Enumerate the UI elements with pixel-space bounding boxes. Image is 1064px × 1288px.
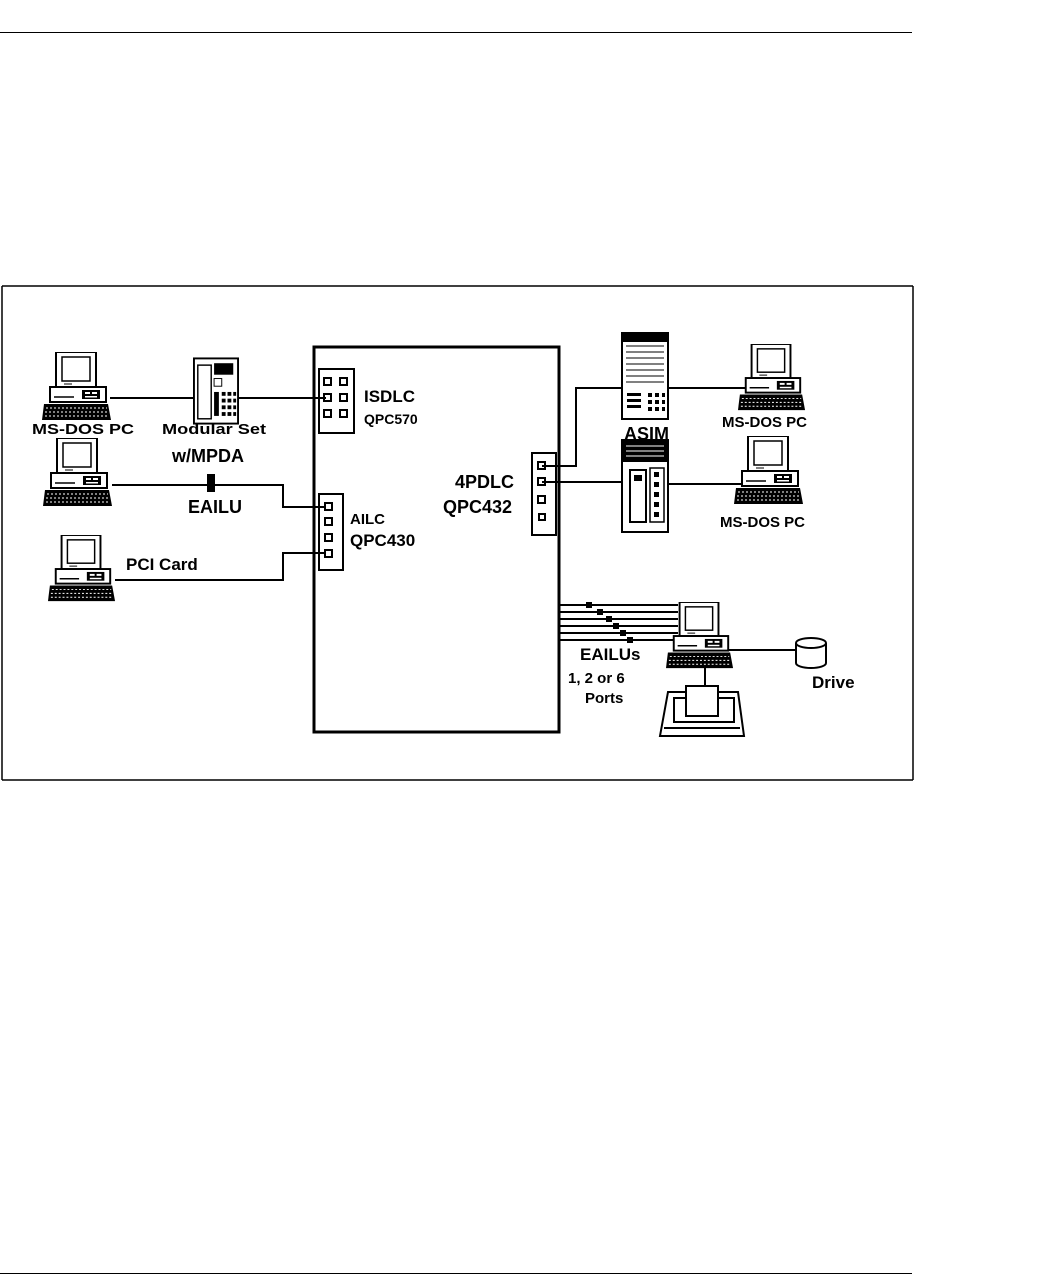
asim-tower bbox=[621, 332, 669, 420]
bottom-rule bbox=[0, 1273, 912, 1274]
label-ports-count: 1, 2 or 6 bbox=[568, 670, 625, 687]
label-isdlc: ISDLC bbox=[364, 387, 415, 406]
connection-lines bbox=[110, 387, 796, 690]
label-ms-dos-pc-left: MS-DOS PC bbox=[32, 421, 134, 438]
ailc-circuit-pack bbox=[318, 493, 344, 571]
label-pci-card: PCI Card bbox=[126, 555, 198, 574]
label-4pdlc: 4PDLC bbox=[455, 472, 514, 492]
printer bbox=[658, 685, 746, 737]
label-drive: Drive bbox=[812, 673, 855, 692]
pc-eailu bbox=[42, 438, 114, 508]
label-ailc: AILC bbox=[350, 511, 385, 528]
pc-pci-card bbox=[46, 535, 117, 603]
label-ports: Ports bbox=[585, 690, 623, 707]
label-qpc430: QPC430 bbox=[350, 531, 415, 550]
label-qpc570: QPC570 bbox=[364, 411, 418, 427]
label-ms-dos-pc-top: MS-DOS PC bbox=[722, 414, 807, 431]
ms-dos-pc-asim bbox=[737, 344, 807, 412]
4pdlc-device bbox=[621, 439, 669, 533]
top-rule bbox=[0, 32, 912, 33]
modular-set-icon bbox=[193, 357, 239, 425]
eailu-adapter bbox=[207, 474, 215, 492]
label-qpc432: QPC432 bbox=[443, 497, 512, 517]
figure-frame bbox=[1, 285, 914, 781]
system-cabinet bbox=[312, 345, 561, 734]
label-mpda: w/MPDA bbox=[171, 446, 244, 466]
eailu-adapters bbox=[586, 602, 633, 643]
label-modular-set: Modular Set bbox=[162, 421, 266, 438]
ms-dos-pc-isdlc bbox=[42, 352, 112, 421]
label-asim: ASIM bbox=[624, 424, 669, 444]
label-eailu: EAILU bbox=[188, 497, 242, 517]
drive-icon bbox=[795, 637, 827, 669]
label-ms-dos-pc-mid: MS-DOS PC bbox=[720, 514, 805, 531]
isdlc-circuit-pack bbox=[318, 368, 355, 434]
label-eailus: EAILUs bbox=[580, 645, 640, 664]
ms-dos-pc-4pdlc bbox=[733, 436, 805, 506]
